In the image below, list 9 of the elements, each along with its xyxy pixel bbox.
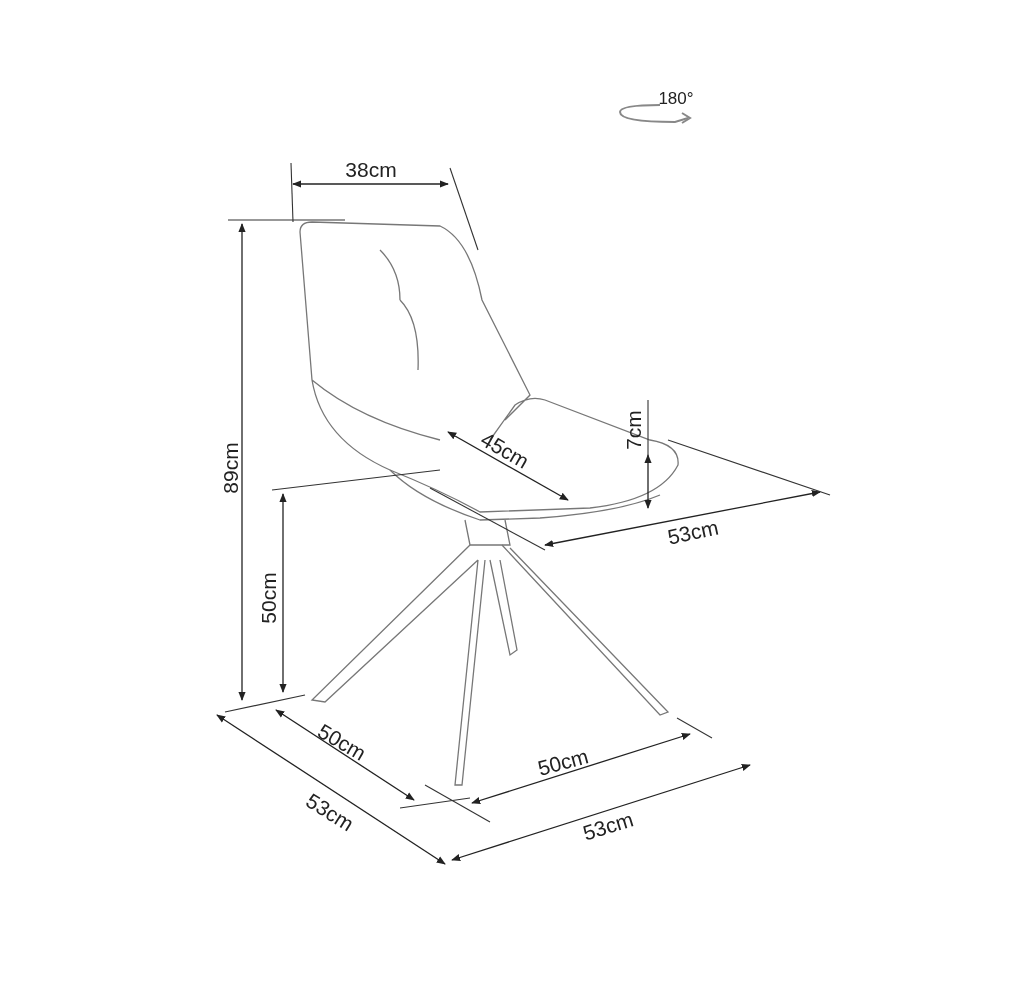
dimension-label: 53cm <box>580 808 636 844</box>
rotation-label: 180° <box>658 89 694 107</box>
dimension-label: 38cm <box>345 158 397 180</box>
dimension-label: 45cm <box>477 428 533 472</box>
dimension-label: 50cm <box>257 572 279 624</box>
dimension-label: 53cm <box>665 516 721 548</box>
dimension-label: 89cm <box>219 442 241 494</box>
dimension-label: 7cm <box>622 410 644 450</box>
dimension-label: 50cm <box>535 745 591 779</box>
